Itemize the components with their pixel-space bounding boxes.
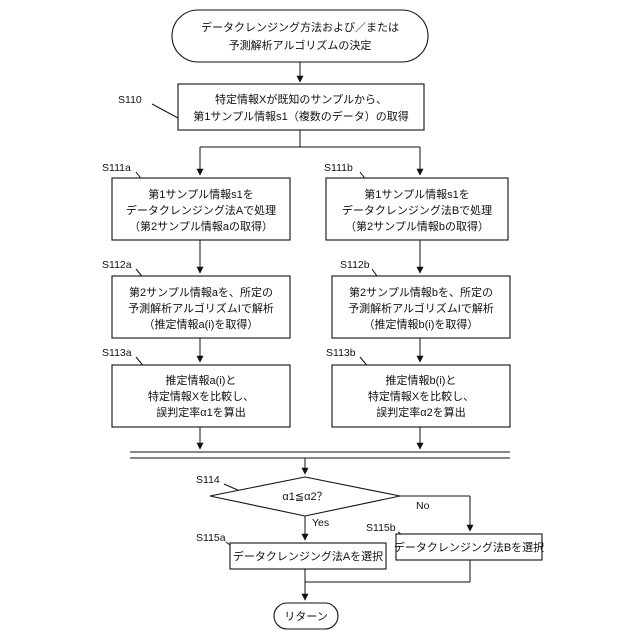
s111a-line-1: 第1サンプル情報s1を (148, 187, 253, 201)
s111a-line-3: （第2サンプル情報aの取得） (129, 219, 273, 233)
s111b-line-2: データクレンジング法Bで処理 (342, 203, 492, 217)
step-label-s115b: S115b (366, 522, 396, 534)
s113a-line-3: 誤判定率α1を算出 (156, 405, 245, 419)
end-terminator: リターン (274, 603, 338, 629)
s112a-line-2: 予測解析アルゴリズムIで解析 (128, 301, 274, 315)
s113a-line-2: 特定情報Xを比較し、 (148, 389, 254, 403)
s113b-line-3: 誤判定率α2を算出 (376, 405, 465, 419)
s112b-line-1: 第2サンプル情報bを、所定の (349, 285, 493, 299)
no-label: No (416, 500, 430, 512)
s113a-line-1: 推定情報a(i)と (166, 373, 237, 387)
step-s112a: S112a 第2サンプル情報aを、所定の 予測解析アルゴリズムIで解析 （推定情… (102, 259, 290, 338)
s111a-line-2: データクレンジング法Aで処理 (126, 203, 276, 217)
step-s115b: S115b データクレンジング法Bを選択 (366, 522, 544, 560)
step-s111b: S111b 第1サンプル情報s1を データクレンジング法Bで処理 （第2サンプル… (324, 162, 508, 240)
step-s110: S110 特定情報Xが既知のサンプルから、 第1サンプル情報s1（複数のデータ）… (118, 84, 424, 130)
step-s114: S114 α1≦α2？ (196, 474, 400, 516)
step-label-s115a: S115a (196, 532, 226, 544)
s115a-text: データクレンジング法Aを選択 (233, 549, 383, 563)
step-label-s111b: S111b (324, 162, 353, 174)
s113b-line-2: 特定情報Xを比較し、 (368, 389, 474, 403)
start-terminator: データクレンジング方法および／または 予測解析アルゴリズムの決定 (172, 10, 428, 62)
s113b-line-1: 推定情報b(i)と (386, 373, 457, 387)
s112b-line-3: （推定情報b(i)を取得） (364, 317, 479, 331)
leader-s110 (152, 104, 178, 118)
step-s111a: S111a 第1サンプル情報s1を データクレンジング法Aで処理 （第2サンプル… (102, 162, 290, 240)
step-s113a: S113a 推定情報a(i)と 特定情報Xを比較し、 誤判定率α1を算出 (102, 347, 290, 427)
s110-line-2: 第1サンプル情報s1（複数のデータ）の取得 (193, 109, 408, 123)
s112b-line-2: 予測解析アルゴリズムIで解析 (348, 301, 494, 315)
start-line-1: データクレンジング方法および／または (201, 20, 399, 34)
step-label-s112b: S112b (340, 259, 370, 271)
s112a-line-3: （推定情報a(i)を取得） (144, 317, 259, 331)
start-line-2: 予測解析アルゴリズムの決定 (229, 38, 372, 52)
step-label-s113b: S113b (326, 347, 356, 359)
s110-line-1: 特定情報Xが既知のサンプルから、 (215, 92, 387, 106)
step-label-s114: S114 (196, 474, 220, 486)
end-text: リターン (284, 610, 327, 623)
s111b-line-3: （第2サンプル情報bの取得） (345, 219, 489, 233)
s111b-line-1: 第1サンプル情報s1を (364, 187, 469, 201)
step-label-s110: S110 (118, 94, 142, 106)
s114-question: α1≦α2？ (282, 491, 327, 503)
step-s113b: S113b 推定情報b(i)と 特定情報Xを比較し、 誤判定率α2を算出 (326, 347, 510, 427)
yes-label: Yes (312, 517, 329, 529)
step-label-s111a: S111a (102, 162, 131, 174)
step-label-s113a: S113a (102, 347, 132, 359)
s112a-line-1: 第2サンプル情報aを、所定の (129, 285, 273, 299)
step-s115a: S115a データクレンジング法Aを選択 (196, 532, 386, 569)
step-s112b: S112b 第2サンプル情報bを、所定の 予測解析アルゴリズムIで解析 （推定情… (332, 259, 510, 338)
step-label-s112a: S112a (102, 259, 132, 271)
s115b-text: データクレンジング法Bを選択 (394, 540, 544, 554)
